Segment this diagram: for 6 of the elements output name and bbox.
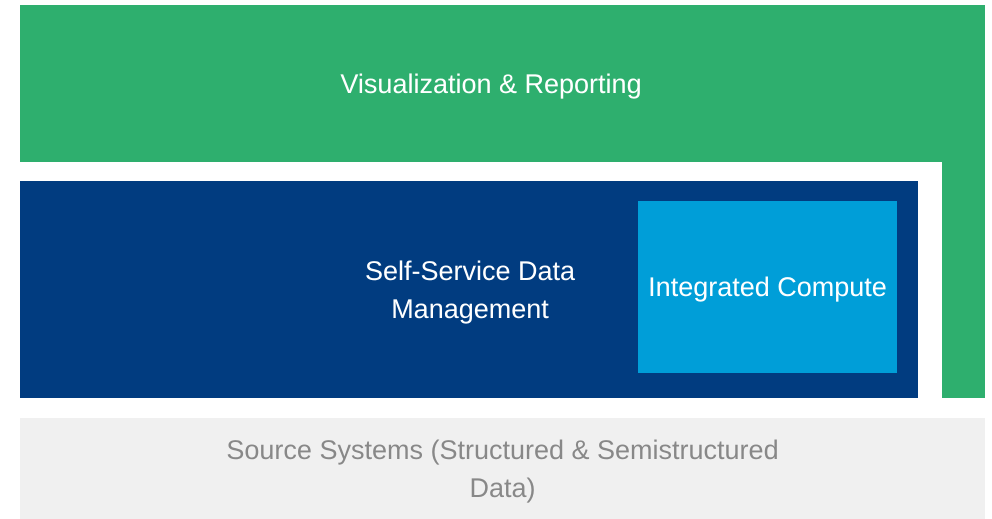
layer-band bbox=[20, 181, 918, 398]
layer-title: Self-Service Data Management bbox=[364, 254, 576, 326]
layer-title: Source Systems (Structured & Semistructured Data) bbox=[225, 434, 780, 505]
layer-title: Integrated Compute bbox=[648, 271, 887, 304]
layer-title: Visualization & Reporting bbox=[340, 68, 642, 101]
component-box bbox=[638, 201, 897, 373]
